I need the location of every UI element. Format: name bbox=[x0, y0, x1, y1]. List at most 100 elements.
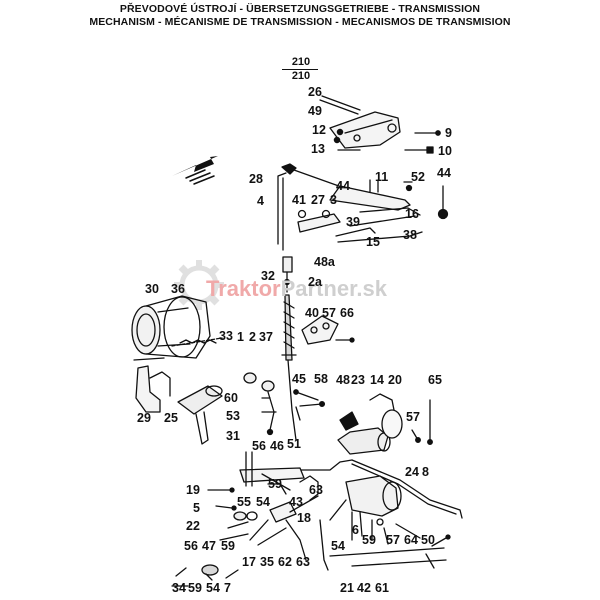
part-label: 2 bbox=[249, 330, 256, 344]
part-label: 54 bbox=[206, 581, 220, 595]
part-label: 43 bbox=[289, 495, 303, 509]
small-fasteners-left bbox=[207, 487, 258, 541]
part-label: 31 bbox=[226, 429, 240, 443]
shift-shaft bbox=[177, 385, 223, 445]
mounting-plate bbox=[301, 315, 355, 345]
part-label: 53 bbox=[226, 409, 240, 423]
part-label: 63 bbox=[309, 483, 323, 497]
lower-linkage bbox=[239, 451, 329, 571]
part-label: 34 bbox=[172, 581, 186, 595]
part-label: 55 bbox=[237, 495, 251, 509]
part-label: 17 bbox=[242, 555, 256, 569]
part-label: 59 bbox=[188, 581, 202, 595]
part-label: 66 bbox=[340, 306, 354, 320]
part-label: 15 bbox=[366, 235, 380, 249]
direction-arrow-icon bbox=[172, 156, 218, 185]
part-label: 57 bbox=[406, 410, 420, 424]
diagram-title-line-2: MECHANISM - MÉCANISME DE TRANSMISSION - … bbox=[89, 16, 511, 28]
gear-selector-frame bbox=[277, 163, 449, 251]
part-label: 48 bbox=[336, 373, 350, 387]
part-label: 30 bbox=[145, 282, 159, 296]
part-label: 59 bbox=[362, 533, 376, 547]
upper-lever-bracket bbox=[319, 95, 441, 154]
part-label: 33 bbox=[219, 329, 233, 343]
part-label: 38 bbox=[403, 228, 417, 242]
shift-fork bbox=[133, 357, 171, 413]
part-label: 4 bbox=[257, 194, 264, 208]
watermark-gear-icon bbox=[174, 260, 224, 310]
part-label: 29 bbox=[137, 411, 151, 425]
part-label: 40 bbox=[305, 306, 319, 320]
part-label: 16 bbox=[405, 207, 419, 221]
part-label: 21 bbox=[340, 581, 354, 595]
page-number-bottom: 210 bbox=[291, 70, 311, 82]
part-label: 62 bbox=[278, 555, 292, 569]
part-label: 8 bbox=[422, 465, 429, 479]
part-label: 57 bbox=[386, 533, 400, 547]
part-label: 61 bbox=[375, 581, 389, 595]
part-label: 54 bbox=[331, 539, 345, 553]
part-label: 3 bbox=[330, 193, 337, 207]
part-label: 12 bbox=[312, 123, 326, 137]
bottom-rods bbox=[329, 547, 447, 569]
part-label: 48a bbox=[314, 255, 335, 269]
part-label: 9 bbox=[445, 126, 452, 140]
part-label: 32 bbox=[261, 269, 275, 283]
watermark-text: TraktorPartner.sk bbox=[206, 276, 387, 301]
solenoid-cluster bbox=[337, 393, 433, 455]
part-label: 24 bbox=[405, 465, 419, 479]
small-fasteners-bottom bbox=[171, 564, 239, 587]
part-label: 19 bbox=[186, 483, 200, 497]
part-label: 54 bbox=[256, 495, 270, 509]
part-label: 57 bbox=[322, 306, 336, 320]
part-label: 10 bbox=[438, 144, 452, 158]
hydraulic-line bbox=[299, 459, 463, 547]
part-label: 39 bbox=[346, 215, 360, 229]
part-label: 28 bbox=[249, 172, 263, 186]
part-label: 7 bbox=[224, 581, 231, 595]
part-label: 60 bbox=[224, 391, 238, 405]
part-label: 41 bbox=[292, 193, 306, 207]
part-label: 44 bbox=[437, 166, 451, 180]
part-label: 1 bbox=[237, 330, 244, 344]
part-label: 58 bbox=[314, 372, 328, 386]
part-label: 50 bbox=[421, 533, 435, 547]
shift-rod-assembly bbox=[281, 256, 301, 441]
part-label: 11 bbox=[375, 170, 389, 184]
part-label: 13 bbox=[311, 142, 325, 156]
part-label: 46 bbox=[270, 439, 284, 453]
clutch-bell-assembly bbox=[131, 295, 223, 359]
part-label: 22 bbox=[186, 519, 200, 533]
part-label: 37 bbox=[259, 330, 273, 344]
part-label: 59 bbox=[268, 477, 282, 491]
part-label: 25 bbox=[164, 411, 178, 425]
pedal-lever bbox=[243, 372, 277, 436]
part-label: 45 bbox=[292, 372, 306, 386]
part-label: 59 bbox=[221, 539, 235, 553]
part-label: 6 bbox=[352, 523, 359, 537]
part-label: 26 bbox=[308, 85, 322, 99]
part-label: 20 bbox=[388, 373, 402, 387]
bolt-set-right bbox=[293, 389, 326, 408]
part-label: 64 bbox=[404, 533, 418, 547]
part-label: 51 bbox=[287, 437, 301, 451]
part-label: 47 bbox=[202, 539, 216, 553]
part-label: 49 bbox=[308, 104, 322, 118]
part-label: 14 bbox=[370, 373, 384, 387]
part-label: 42 bbox=[357, 581, 371, 595]
part-label: 18 bbox=[297, 511, 311, 525]
part-label: 63 bbox=[296, 555, 310, 569]
part-label: 65 bbox=[428, 373, 442, 387]
part-label: 52 bbox=[411, 170, 425, 184]
part-label: 56 bbox=[252, 439, 266, 453]
part-label: 35 bbox=[260, 555, 274, 569]
diagram-title-line-1: PŘEVODOVÉ ÚSTROJÍ - ÜBERSETZUNGSGETRIEBE… bbox=[119, 3, 481, 15]
part-label: 5 bbox=[193, 501, 200, 515]
part-label: 36 bbox=[171, 282, 185, 296]
part-label: 44 bbox=[336, 179, 350, 193]
part-label: 2a bbox=[308, 275, 322, 289]
page-number-top: 210 bbox=[291, 56, 311, 68]
part-label: 27 bbox=[311, 193, 325, 207]
